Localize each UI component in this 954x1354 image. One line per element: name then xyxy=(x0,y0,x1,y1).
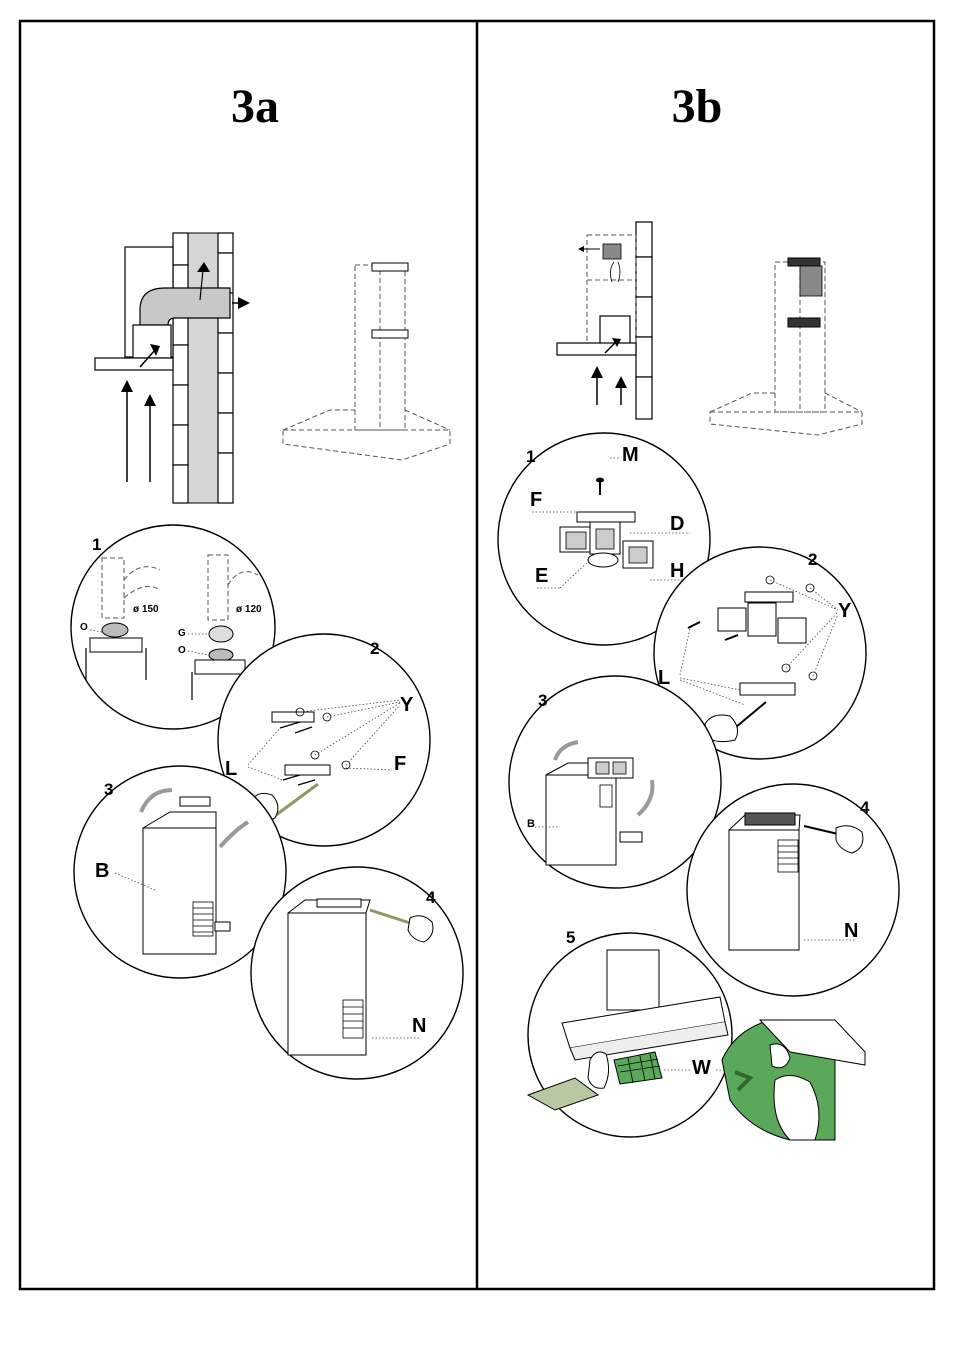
bracket-lower xyxy=(284,764,331,776)
bracket-mid xyxy=(787,317,821,328)
step-number: 5 xyxy=(566,928,575,947)
bracket-upper xyxy=(271,711,315,723)
step-3-detail: 3 B xyxy=(508,675,722,889)
step-1-detail: 1 M F D E H xyxy=(497,432,711,646)
chimney-section xyxy=(606,949,660,1011)
step-3-detail: 3 B xyxy=(73,765,287,979)
canopy-outline xyxy=(709,411,863,436)
panel-3a: 3a xyxy=(70,80,464,1080)
screwdriver-icon xyxy=(803,825,839,835)
step-number: 3 xyxy=(104,780,113,799)
overview-island-hood xyxy=(709,257,863,436)
part-y-label: Y xyxy=(400,694,414,716)
rotate-arrow-icon xyxy=(553,740,579,761)
pipe-120 xyxy=(207,554,229,621)
vent-grille xyxy=(192,901,214,937)
step-5-detail: 5 W xyxy=(526,928,866,1141)
step-2-detail: 2 Y L F xyxy=(217,633,431,847)
bracket-top xyxy=(787,257,821,267)
grease-filter-removed xyxy=(526,1077,600,1111)
part-y-label: Y xyxy=(838,600,852,622)
part-f-label: F xyxy=(530,489,542,511)
diameter-120-label: ø 120 xyxy=(236,604,262,615)
panel-title-3a: 3a xyxy=(231,80,279,133)
part-m-label: M xyxy=(622,444,639,466)
overview-ducted xyxy=(94,232,250,504)
bracket-top xyxy=(371,262,409,272)
part-f-label: F xyxy=(394,753,406,775)
step-number: 4 xyxy=(860,798,870,817)
rotate-arrow-icon xyxy=(218,820,250,849)
canopy-outline xyxy=(282,429,451,461)
screwdriver-icon xyxy=(271,782,319,820)
hand-icon xyxy=(773,1075,820,1141)
brick-wall xyxy=(635,221,653,420)
bracket-f xyxy=(576,511,636,523)
overview-island-hood xyxy=(282,262,451,461)
part-g-label: G xyxy=(178,628,186,639)
panel-title-3b: 3b xyxy=(672,80,723,133)
screwdriver-icon xyxy=(735,701,767,728)
rotate-arrow-icon xyxy=(139,788,173,813)
part-n-label: N xyxy=(844,920,858,942)
part-n-label: N xyxy=(412,1015,426,1037)
intake-arrow xyxy=(139,349,156,368)
brick-wall-left xyxy=(172,232,189,504)
step-number: 2 xyxy=(808,550,817,569)
part-o-label: O xyxy=(178,645,186,656)
step-4-detail: 4 N xyxy=(686,783,900,997)
bracket-bottom xyxy=(214,921,231,932)
filter-box xyxy=(744,812,796,826)
filter-grille xyxy=(602,243,622,260)
vent-grille xyxy=(777,839,799,873)
step-number: 4 xyxy=(426,888,436,907)
part-o-label: O xyxy=(80,622,88,633)
bracket-lower xyxy=(739,682,796,696)
step-number: 1 xyxy=(526,447,535,466)
hood-canopy xyxy=(556,342,637,356)
diameter-150-label: ø 150 xyxy=(133,604,159,615)
step-2-detail: 2 Y L xyxy=(653,546,867,760)
pipe-150 xyxy=(101,557,125,619)
filter-module xyxy=(559,521,654,569)
hand-icon xyxy=(704,714,739,743)
part-b-label: B xyxy=(527,818,535,830)
brick-wall-right xyxy=(217,232,234,504)
bracket-bottom xyxy=(619,831,643,843)
vent-grille xyxy=(342,999,364,1039)
exhaust-arrow xyxy=(238,297,250,309)
panel-3b: 3b xyxy=(497,80,900,1141)
hand-icon xyxy=(587,1051,610,1089)
part-h-label: H xyxy=(670,560,684,582)
part-e-label: E xyxy=(535,565,548,587)
chimney-outline xyxy=(586,234,637,344)
chevron-arrow-icon xyxy=(734,1070,754,1092)
bracket-upper xyxy=(744,591,794,603)
rotate-arrow-icon xyxy=(636,779,655,817)
part-d-label: D xyxy=(670,513,684,535)
step-number: 1 xyxy=(92,535,101,554)
duct-elbow xyxy=(139,287,231,326)
hood-canopy xyxy=(94,357,174,371)
hand-icon xyxy=(835,825,864,854)
bracket-top xyxy=(179,796,211,807)
step-4-detail: 4 N xyxy=(250,866,464,1080)
screwdriver-icon xyxy=(369,908,411,925)
hand-icon xyxy=(407,915,434,943)
overview-recirculating xyxy=(556,221,653,420)
bracket-mid xyxy=(371,329,409,339)
clip-icon xyxy=(769,1043,791,1069)
part-l-label: L xyxy=(225,758,237,780)
flow-arrow-up xyxy=(199,269,204,301)
step-number: 2 xyxy=(370,639,379,658)
vent-grille xyxy=(599,784,613,808)
part-w-label: W xyxy=(692,1057,711,1079)
step-number: 3 xyxy=(538,691,547,710)
part-b-label: B xyxy=(95,860,109,882)
filter-grille xyxy=(799,265,823,297)
step-1-detail: 1 ø 150 ø 120 O G O xyxy=(70,524,276,730)
part-l-label: L xyxy=(658,667,670,689)
